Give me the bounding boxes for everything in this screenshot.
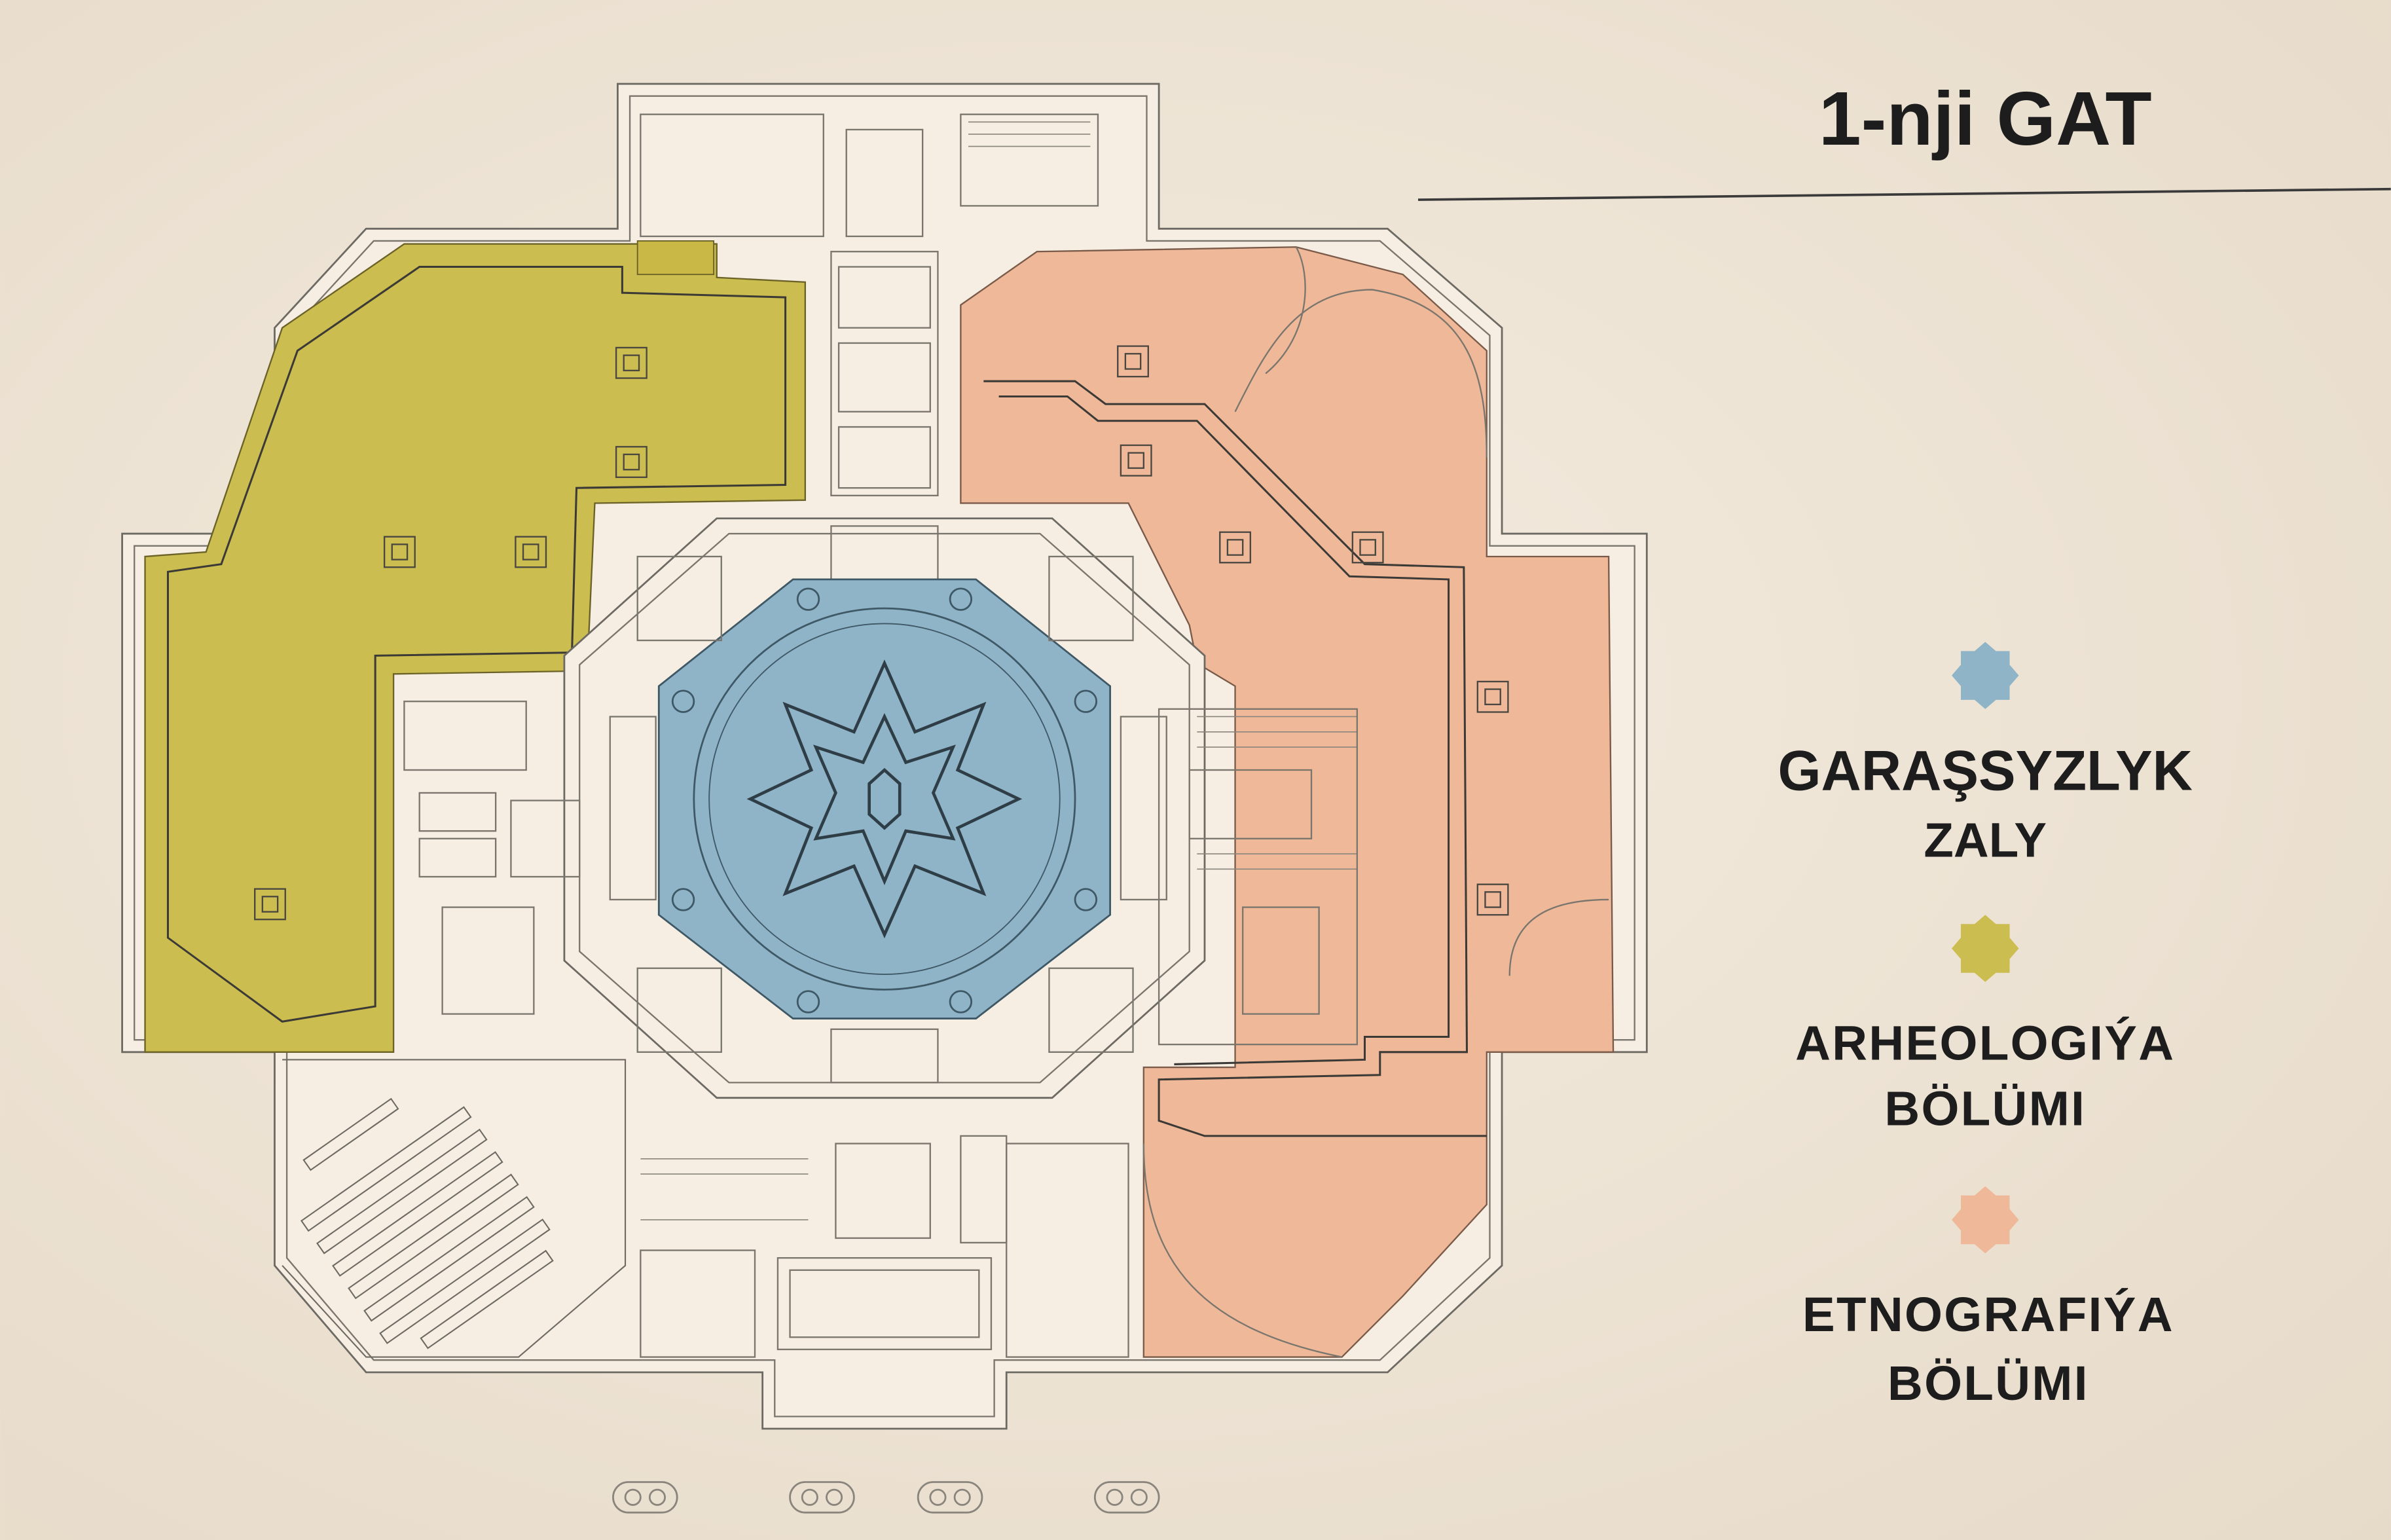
hall-columns	[671, 587, 1098, 1014]
legend-label: ETNOGRAFIÝA	[1802, 1287, 2174, 1342]
building-plan	[121, 82, 1648, 1514]
star-icon	[1952, 915, 2019, 982]
legend-item-ethnography: ETNOGRAFIÝA BÖLÜMI	[1802, 1186, 2174, 1410]
hall-star-pattern	[746, 659, 1023, 939]
auditorium-seating	[282, 1059, 627, 1358]
legend-item-archaeology: ARHEOLOGIÝA BÖLÜMI	[1795, 915, 2175, 1136]
corner-star-rooms	[636, 555, 1134, 1239]
floor-title: 1-nji GAT	[1819, 76, 2152, 161]
legend-label: BÖLÜMI	[1888, 1356, 2089, 1410]
ethnography-section	[960, 246, 1615, 1358]
legend-label: ARHEOLOGIÝA	[1795, 1016, 2175, 1070]
legend: GARAŞSYZLYK ZALY ARHEOLOGIÝA BÖLÜMI ETNO…	[1778, 642, 2193, 1410]
star-icon	[1952, 642, 2019, 709]
hall-outer-ring	[693, 607, 1076, 991]
independence-hall	[657, 578, 1111, 1019]
south-entrance-rooms	[640, 1135, 1129, 1358]
north-corridor-rooms	[640, 113, 1099, 496]
service-rooms	[403, 701, 1359, 1046]
ethnography-route-line	[983, 380, 1487, 1137]
central-hall-inner-frame	[579, 532, 1190, 1084]
legend-label: ZALY	[1924, 813, 2047, 868]
archaeology-route-line	[166, 266, 787, 1023]
ethnography-route-line	[998, 395, 1450, 1065]
exterior-ornaments	[612, 1481, 1160, 1514]
star-icon	[1952, 1186, 2019, 1254]
archaeology-annex	[636, 240, 715, 276]
display-pillars	[254, 345, 1509, 921]
legend-label: GARAŞSYZLYK	[1778, 739, 2193, 802]
ethnography-room-curves	[1142, 246, 1609, 1358]
stairs	[640, 121, 1357, 1220]
legend-label: BÖLÜMI	[1884, 1082, 2086, 1136]
title-divider	[1417, 187, 2391, 201]
hall-inner-ring	[708, 623, 1061, 975]
legend-item-independence-hall: GARAŞSYZLYK ZALY	[1778, 642, 2193, 868]
